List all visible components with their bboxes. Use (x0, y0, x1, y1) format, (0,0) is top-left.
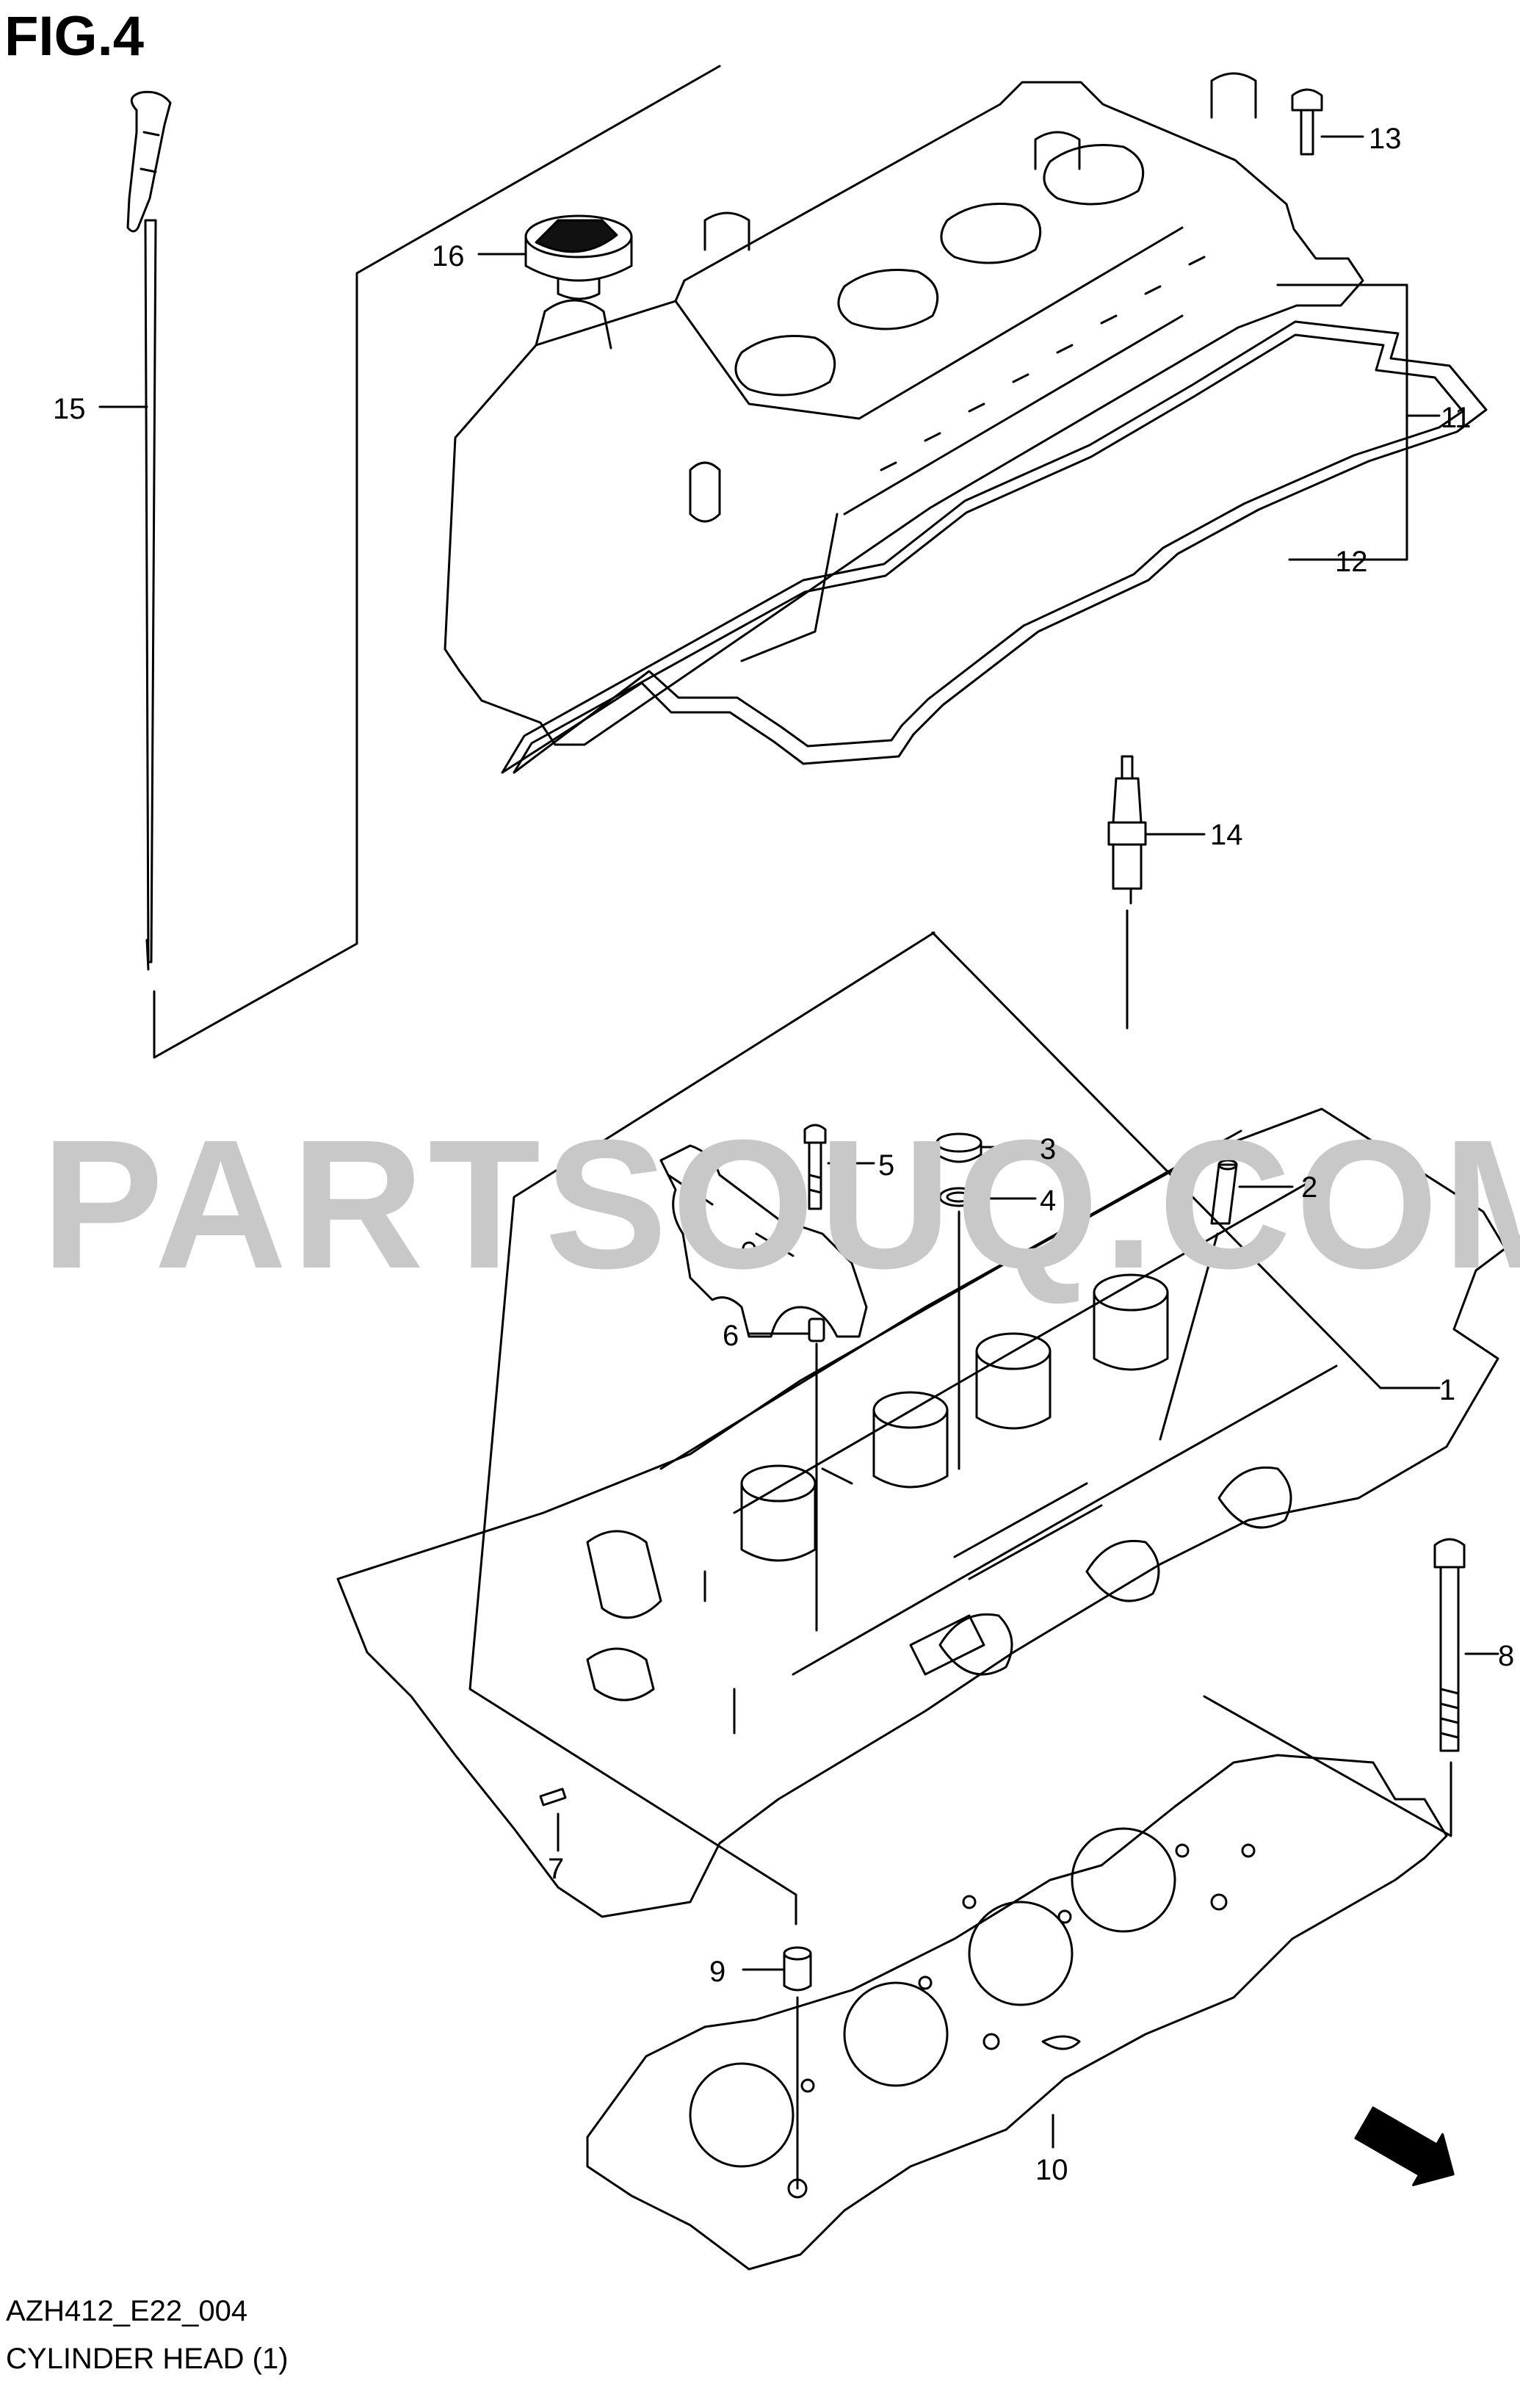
callout-5: 5 (878, 1149, 894, 1182)
cylinder-head-cover[interactable] (444, 72, 1364, 746)
callout-13: 13 (1369, 123, 1402, 155)
callout-3: 3 (1040, 1133, 1056, 1165)
washer[interactable] (938, 1187, 980, 1207)
valve-guide[interactable] (1210, 1159, 1238, 1225)
watermark-text: PARTSOUQ.COM (41, 1102, 1520, 1306)
cylinder-head-bracket (468, 931, 935, 1926)
cylinder-head[interactable] (336, 1107, 1507, 1918)
head-bolt[interactable] (1433, 1538, 1466, 1752)
cylinder-head-bracket-right (931, 931, 1382, 1389)
dowel-pin[interactable] (539, 1787, 567, 1807)
cover-gasket[interactable] (501, 320, 1488, 774)
knock-pin[interactable] (783, 1946, 812, 1992)
callout-labels: 1 2 3 4 5 6 7 8 9 10 11 12 13 14 15 16 (53, 123, 1514, 2186)
callout-9: 9 (709, 1956, 725, 1988)
cover-bracket-right (1276, 283, 1408, 561)
valve-guide-axis (1159, 1232, 1219, 1441)
fwd-arrow-icon (1354, 2106, 1455, 2186)
oil-level-gauge[interactable] (126, 90, 172, 971)
callout-10: 10 (1035, 2154, 1068, 2186)
head-gasket[interactable] (586, 1754, 1448, 2271)
callout-2: 2 (1301, 1171, 1317, 1204)
figure-title: FIG.4 (4, 5, 145, 68)
callout-8: 8 (1498, 1640, 1514, 1672)
callout-7: 7 (548, 1853, 564, 1885)
diagram-code: AZH412_E22_004 (6, 2295, 248, 2327)
callout-11: 11 (1441, 402, 1472, 434)
plug[interactable] (935, 1132, 982, 1163)
callout-1: 1 (1439, 1374, 1455, 1406)
diagram-caption: CYLINDER HEAD (1) (6, 2343, 289, 2375)
oil-filler-cap[interactable] (524, 214, 633, 300)
cover-bolt[interactable] (1291, 88, 1323, 156)
callout-14: 14 (1210, 819, 1243, 851)
spark-plug[interactable] (1107, 755, 1147, 905)
callout-4: 4 (1040, 1185, 1056, 1217)
callout-6: 6 (723, 1320, 739, 1352)
callout-15: 15 (53, 393, 86, 425)
callout-12: 12 (1335, 546, 1368, 578)
pin[interactable] (808, 1317, 825, 1342)
callout-16: 16 (432, 240, 465, 272)
cover-assembly-bracket (153, 65, 721, 1059)
camshaft-cap-bolt[interactable] (803, 1124, 827, 1210)
camshaft-cap[interactable] (659, 1144, 868, 1338)
